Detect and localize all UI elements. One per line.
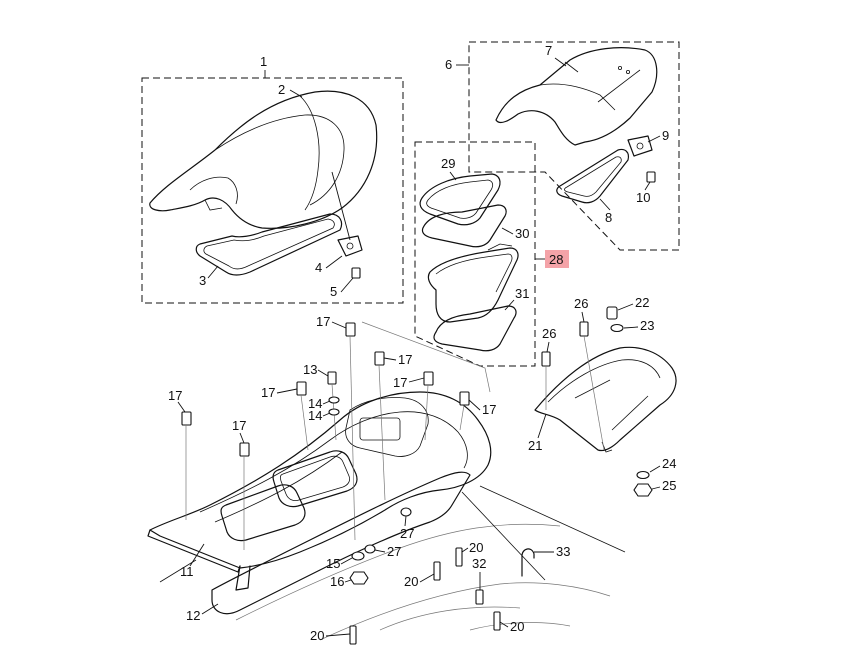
callout-6: 6 — [445, 57, 452, 72]
callout-17b: 17 — [232, 418, 246, 433]
callout-31: 31 — [515, 286, 529, 301]
front-seat-assembly-box — [141, 77, 404, 304]
callout-26b: 26 — [574, 296, 588, 311]
storage-lid[interactable] — [419, 173, 501, 226]
deck-hatch-front[interactable] — [220, 484, 306, 542]
front-seat-bolt[interactable] — [351, 267, 361, 279]
deck-nut-16[interactable] — [349, 571, 369, 585]
callout-14b: 14 — [308, 408, 322, 423]
front-seat-shell[interactable] — [149, 90, 378, 229]
grab-handle[interactable] — [534, 346, 677, 452]
front-seat-hook-bracket[interactable] — [337, 235, 363, 257]
deck-washer-15[interactable] — [351, 551, 365, 561]
storage-box-gasket[interactable] — [433, 305, 517, 352]
callout-20d: 20 — [510, 619, 524, 634]
front-seat-base-gasket[interactable] — [195, 213, 343, 276]
deck-screw-13[interactable] — [327, 371, 337, 385]
hull-bolt-32[interactable] — [475, 589, 484, 605]
deck-washer-14a[interactable] — [328, 396, 340, 404]
callout-4: 4 — [315, 260, 322, 275]
callout-17g: 17 — [482, 402, 496, 417]
deck-bolt-17f[interactable] — [423, 371, 434, 386]
deck-hatch-rear[interactable] — [272, 450, 358, 508]
callout-21: 21 — [528, 438, 542, 453]
front-seat-group: 1 2 3 4 5 — [141, 54, 404, 304]
callout-3: 3 — [199, 273, 206, 288]
callout-28-highlight — [545, 250, 569, 268]
storage-lid-gasket[interactable] — [421, 204, 507, 248]
deck-bolt-17b[interactable] — [239, 442, 250, 457]
callout-25: 25 — [662, 478, 676, 493]
storage-box-group: 28 29 30 31 — [414, 141, 569, 367]
storage-box[interactable] — [427, 247, 519, 323]
callout-27a: 27 — [400, 526, 414, 541]
deck-bolt-17d[interactable] — [345, 322, 356, 337]
callout-10: 10 — [636, 190, 650, 205]
callout-1: 1 — [260, 54, 267, 69]
callout-13: 13 — [303, 362, 317, 377]
deck-clip-27a[interactable] — [400, 507, 412, 517]
callout-7: 7 — [545, 43, 552, 58]
callout-17c: 17 — [261, 385, 275, 400]
callout-9: 9 — [662, 128, 669, 143]
deck-washer-14b[interactable] — [328, 408, 340, 416]
deck-panel[interactable] — [149, 391, 492, 569]
fasteners-group: 11 12 13 14 14 15 16 17 17 17 17 17 17 1… — [168, 314, 570, 645]
callout-17d: 17 — [316, 314, 330, 329]
callout-26a: 26 — [542, 326, 556, 341]
grab-handle-lower-washer[interactable] — [636, 470, 650, 480]
rear-seat-hook-bracket[interactable] — [627, 135, 653, 157]
callout-33: 33 — [556, 544, 570, 559]
grab-handle-nut[interactable] — [633, 483, 653, 497]
callout-2: 2 — [278, 82, 285, 97]
deck-clip-27b[interactable] — [364, 544, 376, 554]
rear-seat-shell[interactable] — [495, 47, 658, 146]
callout-16: 16 — [330, 574, 344, 589]
grab-handle-grommet[interactable] — [606, 306, 618, 320]
callout-15: 15 — [326, 556, 340, 571]
rear-seat-assembly-box — [468, 41, 680, 251]
callout-17a: 17 — [168, 388, 182, 403]
callout-12: 12 — [186, 608, 200, 623]
deck-bolt-17a[interactable] — [181, 411, 192, 426]
hull-stud-20c[interactable] — [349, 625, 357, 645]
hull-outline[interactable] — [211, 471, 471, 615]
callout-24: 24 — [662, 456, 676, 471]
deck-group — [147, 321, 626, 641]
rear-seat-base-gasket[interactable] — [556, 148, 630, 204]
grab-handle-bolt-right[interactable] — [579, 321, 589, 337]
callout-8: 8 — [605, 210, 612, 225]
callout-20b: 20 — [404, 574, 418, 589]
callout-20c: 20 — [310, 628, 324, 643]
hull-hook-33[interactable] — [521, 548, 535, 577]
callout-14a: 14 — [308, 396, 322, 411]
deck-bolt-17g[interactable] — [459, 391, 470, 406]
hull-stud-20a[interactable] — [455, 547, 463, 567]
callout-30: 30 — [515, 226, 529, 241]
grab-handle-bolt-left[interactable] — [541, 351, 551, 367]
callout-11: 11 — [180, 564, 194, 579]
callout-17f: 17 — [393, 375, 407, 390]
grab-handle-group: 21 22 23 24 25 26 26 — [528, 295, 677, 497]
rear-seat-bolt[interactable] — [646, 171, 656, 183]
storage-box-assembly-box — [414, 141, 536, 367]
callout-32: 32 — [472, 556, 486, 571]
hull-stud-20d[interactable] — [493, 611, 501, 631]
deck-bolt-17e[interactable] — [374, 351, 385, 366]
callout-20a: 20 — [469, 540, 483, 555]
callout-5: 5 — [330, 284, 337, 299]
callout-27b: 27 — [387, 544, 401, 559]
callout-23: 23 — [640, 318, 654, 333]
grab-handle-washer[interactable] — [610, 323, 624, 333]
hull-stud-20b[interactable] — [433, 561, 441, 581]
rear-seat-group: 6 7 8 9 10 — [445, 41, 680, 251]
callout-17e: 17 — [398, 352, 412, 367]
callout-28[interactable]: 28 — [549, 252, 563, 267]
deck-bolt-17c[interactable] — [296, 381, 307, 396]
callout-22: 22 — [635, 295, 649, 310]
callout-29: 29 — [441, 156, 455, 171]
